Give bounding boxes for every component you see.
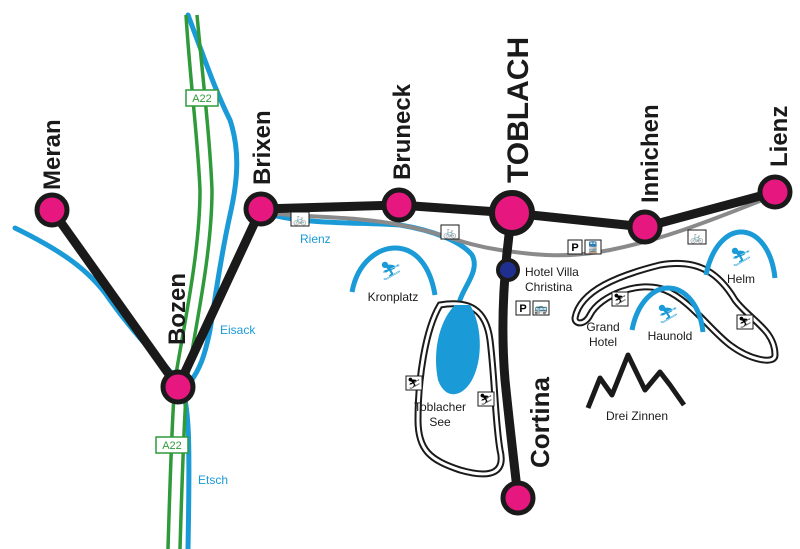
- downhill-ski-icon: ⛷: [730, 247, 753, 267]
- marker-hotel-villa-christina[interactable]: [496, 258, 520, 282]
- haunold-label: Haunold: [648, 329, 693, 343]
- kronplatz-label: Kronplatz: [368, 290, 419, 304]
- toblacher-see-label-line2: See: [429, 415, 451, 429]
- town-label-lienz: Lienz: [766, 106, 793, 167]
- town-label-innichen: Innichen: [637, 104, 664, 203]
- town-label-toblach: TOBLACH: [502, 37, 535, 183]
- parking-icon: P: [571, 242, 578, 254]
- marker-innichen[interactable]: [627, 209, 663, 245]
- town-label-brixen: Brixen: [249, 110, 276, 185]
- grand-hotel-label-line1: Grand: [586, 320, 619, 334]
- downhill-ski-icon: ⛷: [380, 261, 403, 281]
- hotel-label-line2: Christina: [525, 280, 573, 294]
- eisack-label: Eisack: [220, 323, 256, 337]
- marker-cortina[interactable]: [500, 480, 536, 516]
- helm-arc-icon: [703, 229, 778, 279]
- drei-zinnen-label: Drei Zinnen: [606, 409, 668, 423]
- pictograms: 🚲 🚲 🚲 P 🚆 P 🚌 ⛷ ⛷ ⛷ ⛷: [290, 211, 754, 407]
- marker-meran[interactable]: [34, 192, 70, 228]
- town-labels: Meran Bozen Brixen Bruneck TOBLACH Innic…: [39, 37, 793, 468]
- cross-country-ski-icon: ⛷: [407, 378, 421, 390]
- cross-country-ski-icon: ⛷: [613, 294, 627, 306]
- haunold-arc-icon: [629, 285, 706, 333]
- kronplatz-arc-icon: [349, 245, 438, 296]
- rienz-label: Rienz: [300, 232, 331, 246]
- eisack-river: [185, 12, 240, 388]
- town-label-meran: Meran: [39, 119, 66, 190]
- route-bozen-brixen: [173, 204, 266, 392]
- hotel-label-line1: Hotel Villa: [525, 265, 579, 279]
- bike-icon: 🚲: [690, 232, 704, 244]
- toblacher-see: [414, 300, 505, 478]
- a22-label-bottom: A22: [162, 440, 182, 452]
- helm-label: Helm: [727, 272, 755, 286]
- mountain-icon: [585, 352, 687, 409]
- marker-brixen[interactable]: [243, 191, 279, 227]
- bike-path: [261, 193, 776, 258]
- cross-country-ski-icon: ⛷: [738, 317, 752, 329]
- marker-toblach[interactable]: [489, 190, 535, 236]
- place-labels: Hotel Villa Christina Grand Hotel Toblac…: [414, 265, 620, 429]
- marker-lienz[interactable]: [757, 174, 793, 210]
- town-label-bruneck: Bruneck: [389, 83, 416, 180]
- ski-loop-east: [571, 260, 779, 364]
- train-icon: 🚆: [586, 241, 600, 254]
- routes: [47, 187, 780, 503]
- parking-icon: P: [519, 303, 526, 315]
- toblacher-see-label-line1: Toblacher: [414, 400, 466, 414]
- town-markers: [34, 174, 793, 516]
- marker-bozen[interactable]: [160, 369, 196, 405]
- bike-icon: 🚲: [293, 214, 307, 226]
- helm-area: ⛷ Helm: [703, 229, 778, 286]
- town-label-cortina: Cortina: [525, 376, 555, 468]
- downhill-ski-icon: ⛷: [657, 304, 680, 324]
- etsch-label: Etsch: [198, 473, 228, 487]
- town-label-bozen: Bozen: [164, 273, 191, 345]
- a22-label-top: A22: [192, 93, 212, 105]
- river-labels: Rienz Eisack Etsch: [198, 232, 331, 487]
- a22-shield-top: A22: [185, 89, 219, 107]
- bike-icon: 🚲: [443, 227, 457, 239]
- a22-shield-bottom: A22: [155, 436, 189, 454]
- drei-zinnen-area: Drei Zinnen: [585, 352, 687, 423]
- bus-icon: 🚌: [534, 303, 548, 315]
- lake-shape: [435, 305, 480, 395]
- kronplatz-area: ⛷ Kronplatz: [349, 245, 438, 304]
- route-toblach-cortina: [498, 208, 523, 503]
- route-brixen-bruneck: [256, 200, 404, 214]
- cross-country-ski-icon: ⛷: [479, 394, 493, 406]
- route-innichen-lienz: [640, 187, 780, 232]
- marker-bruneck[interactable]: [381, 187, 417, 223]
- route-meran-bozen: [47, 205, 183, 392]
- haunold-area: ⛷ Haunold: [629, 285, 706, 343]
- grand-hotel-label-line2: Hotel: [589, 335, 617, 349]
